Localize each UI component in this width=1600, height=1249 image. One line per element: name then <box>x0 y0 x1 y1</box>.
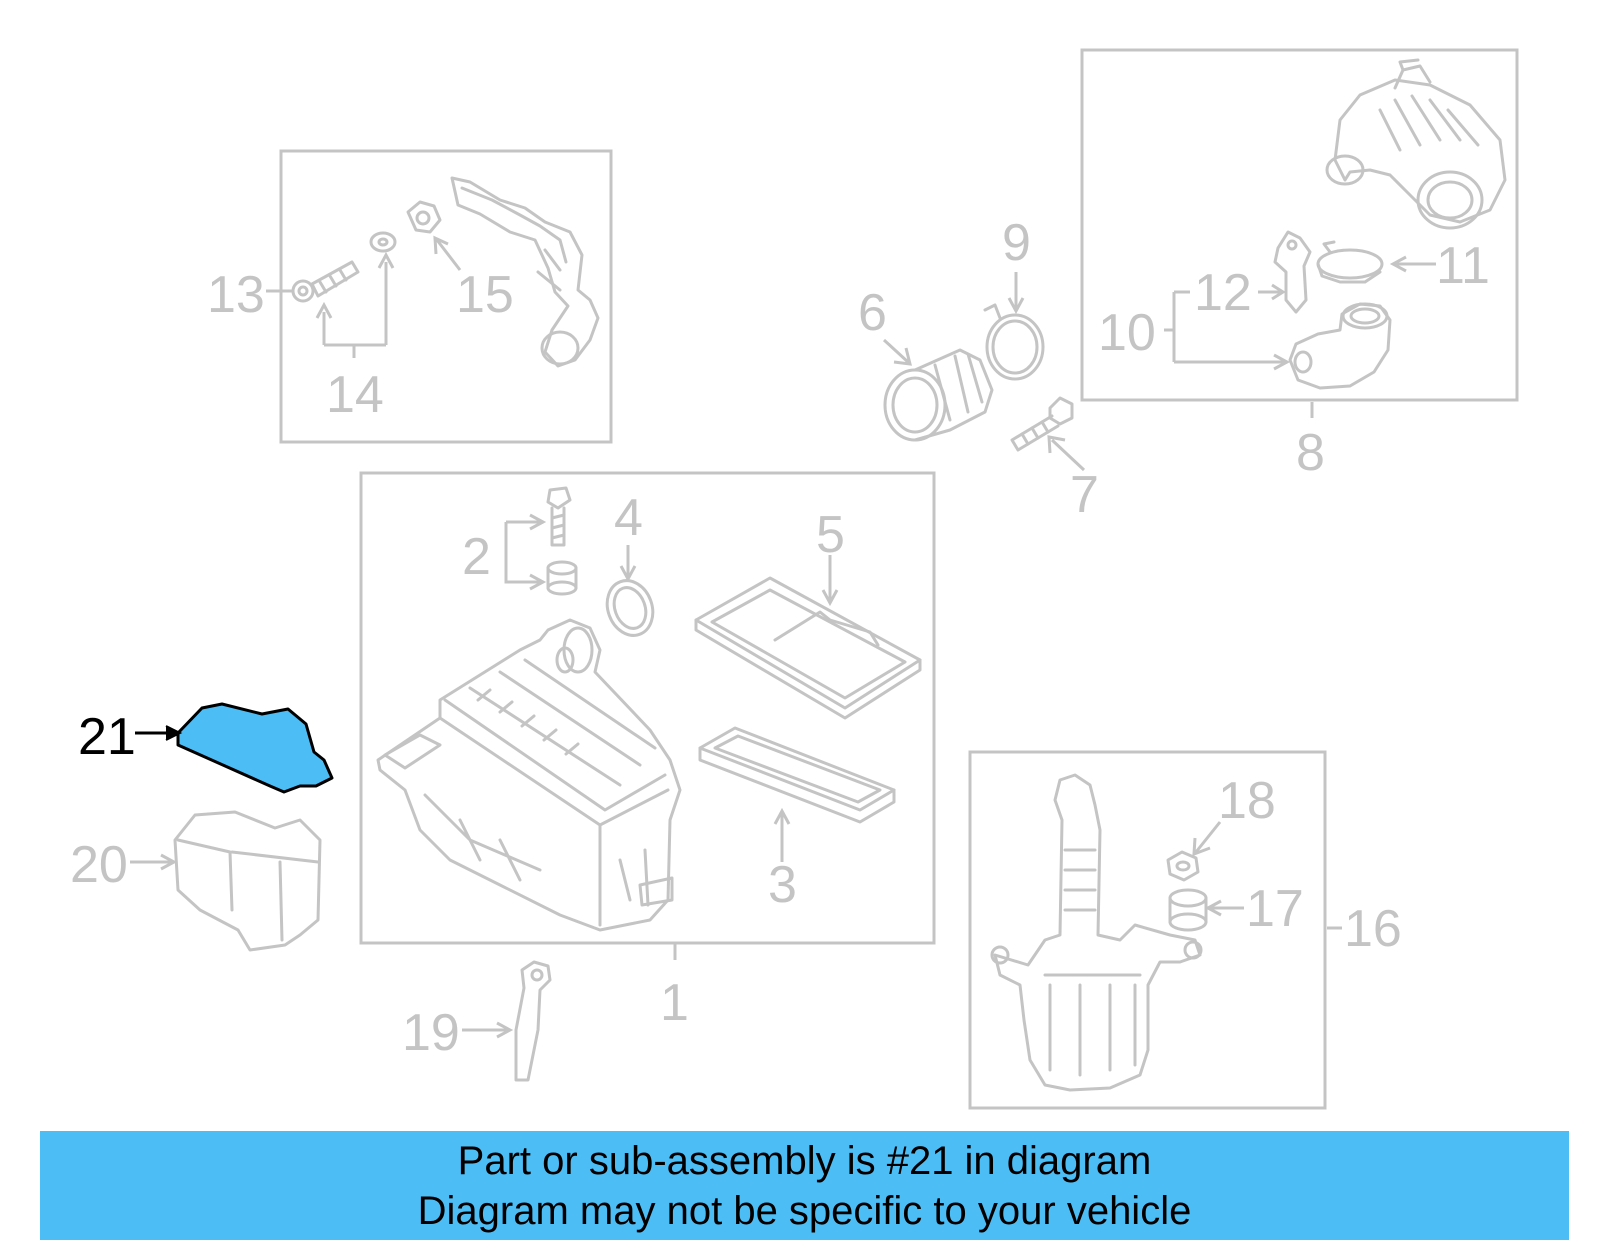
leader-2-arrow-a <box>529 513 547 531</box>
leader-20 <box>130 853 178 871</box>
callout-20[interactable]: 20 <box>70 836 128 894</box>
callout-13[interactable]: 13 <box>207 266 265 324</box>
leader-6 <box>882 338 912 366</box>
callout-21[interactable]: 21 <box>78 708 136 766</box>
hose-19-part[interactable] <box>514 960 552 1082</box>
leader-5 <box>821 555 839 607</box>
air-filter-element-part[interactable] <box>698 726 896 824</box>
callout-16[interactable]: 16 <box>1344 900 1402 958</box>
leader-9 <box>1007 272 1025 315</box>
callout-14[interactable]: 14 <box>326 366 384 424</box>
leader-14-arrow-a <box>315 301 333 319</box>
resonator-tank-part[interactable] <box>990 773 1203 1092</box>
grommet-part[interactable] <box>369 231 397 253</box>
info-banner: Part or sub-assembly is #21 in diagram D… <box>40 1131 1569 1240</box>
leader-2-arrow-b <box>529 573 547 591</box>
leader-14 <box>322 262 388 358</box>
callout-6[interactable]: 6 <box>858 284 887 342</box>
leader-11 <box>1389 255 1436 273</box>
grommet-2-part[interactable] <box>546 560 578 596</box>
banner-line-1: Part or sub-assembly is #21 in diagram <box>457 1138 1152 1183</box>
callout-11[interactable]: 11 <box>1436 237 1490 295</box>
leader-19 <box>462 1021 514 1039</box>
leader-21-arrow <box>165 725 183 741</box>
callout-7[interactable]: 7 <box>1070 466 1099 524</box>
callout-10[interactable]: 10 <box>1098 304 1156 362</box>
banner-line-2: Diagram may not be specific to your vehi… <box>417 1188 1192 1233</box>
leader-4 <box>619 545 637 583</box>
leader-10-arrow <box>1273 353 1291 371</box>
callout-4[interactable]: 4 <box>614 489 643 547</box>
air-filter-frame-part[interactable] <box>694 576 922 720</box>
callout-17[interactable]: 17 <box>1246 880 1304 938</box>
callout-12[interactable]: 12 <box>1194 264 1252 322</box>
callout-19[interactable]: 19 <box>402 1004 460 1062</box>
air-duct-part[interactable] <box>1325 58 1507 230</box>
group-box-1-5 <box>359 471 936 945</box>
bolt-part[interactable] <box>291 260 360 303</box>
leader-7 <box>1047 435 1086 472</box>
callout-5[interactable]: 5 <box>816 506 845 564</box>
washer-17-part[interactable] <box>1168 888 1208 932</box>
leader-3 <box>773 807 791 862</box>
leader-12 <box>1258 283 1286 301</box>
leader-18 <box>1192 821 1222 857</box>
bolt-7-part[interactable] <box>1010 396 1074 452</box>
leader-2 <box>504 520 540 584</box>
callout-18[interactable]: 18 <box>1218 772 1276 830</box>
leader-10 <box>1164 290 1284 364</box>
callout-15[interactable]: 15 <box>456 266 514 324</box>
callout-3[interactable]: 3 <box>768 856 797 914</box>
leader-17 <box>1204 899 1244 917</box>
callout-1[interactable]: 1 <box>660 974 689 1032</box>
sensor-part[interactable] <box>1273 230 1312 314</box>
highlighted-part-21[interactable] <box>176 702 334 794</box>
intake-hose-part[interactable] <box>450 176 600 368</box>
leader-14-arrow-b <box>377 251 395 269</box>
group-box-8-10-12 <box>1080 48 1519 402</box>
callout-9[interactable]: 9 <box>1002 214 1031 272</box>
resonator-part[interactable] <box>1288 302 1392 390</box>
nut-part[interactable] <box>406 200 442 234</box>
clamp-part[interactable] <box>983 303 1045 381</box>
housing-cover-20-part[interactable] <box>173 810 322 952</box>
o-ring-part[interactable] <box>600 574 660 642</box>
nut-18-part[interactable] <box>1166 850 1200 882</box>
air-cleaner-housing-part[interactable] <box>376 618 682 932</box>
group-box-16-18 <box>968 750 1327 1110</box>
mass-air-flow-sensor-part[interactable] <box>883 348 994 442</box>
hose-clamp-part[interactable] <box>1316 240 1384 284</box>
callout-8[interactable]: 8 <box>1296 424 1325 482</box>
callout-2[interactable]: 2 <box>462 528 491 586</box>
group-box-13-15 <box>279 149 613 444</box>
bolt-2-part[interactable] <box>546 486 572 547</box>
leader-15 <box>433 235 462 271</box>
